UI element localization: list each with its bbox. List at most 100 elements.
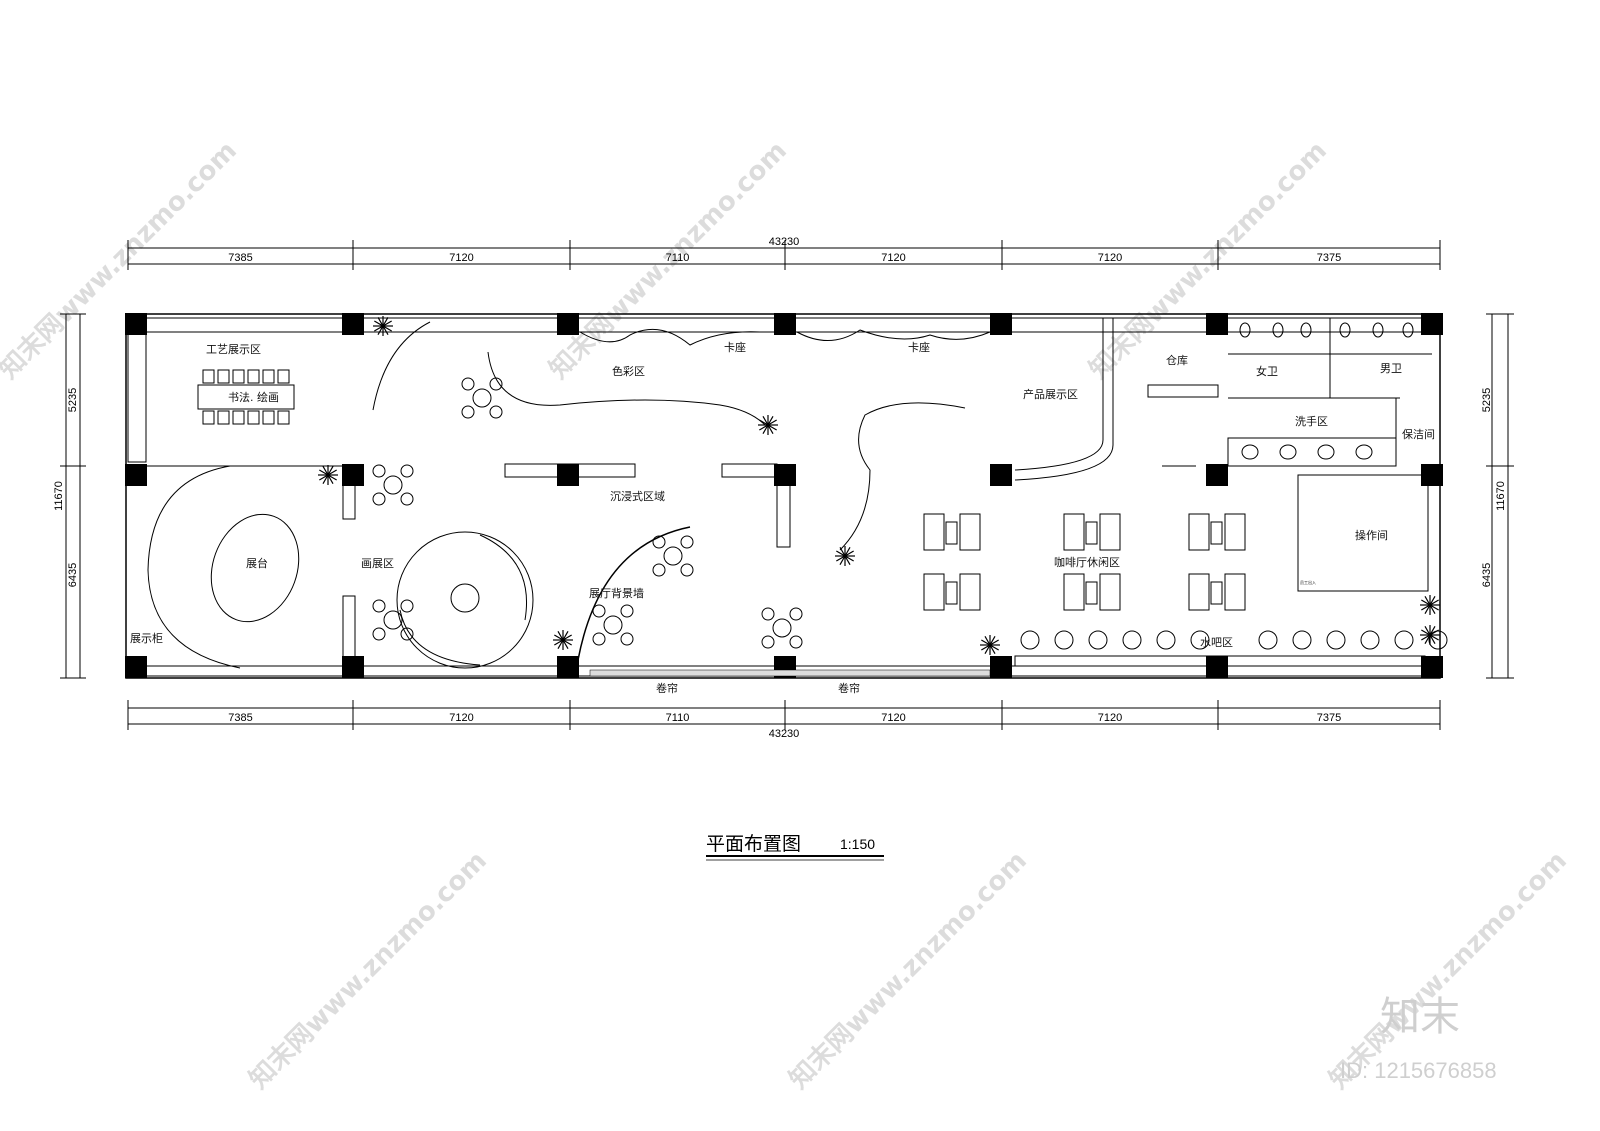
label-craft: 工艺展示区 [206,343,261,356]
table-set [372,464,414,506]
toilet [1372,322,1384,338]
column [1421,313,1443,335]
sofa-set [923,513,981,551]
table-set [592,604,634,646]
bar-stool [1360,630,1380,650]
table-set [461,377,503,419]
bar-stool [1088,630,1108,650]
table-set [372,599,414,641]
chair [217,369,230,384]
dim-right-total: 11670 [1495,481,1507,511]
label-stage: 展台 [246,556,268,570]
chair [217,410,230,425]
column [990,313,1012,335]
label-blind-2: 卷帘 [838,681,860,695]
bar-stool [1258,630,1278,650]
label-painting: 画展区 [361,557,394,570]
bar-stool [1054,630,1074,650]
dim-left-2: 6435 [67,563,79,587]
table-set [761,607,803,649]
title-text: 平面布置图 [706,833,801,855]
dim-top_dims-2: 7110 [666,252,690,264]
sofa-set [1063,573,1121,611]
dim-top_dims-5: 7375 [1317,252,1341,264]
chair [247,369,260,384]
column [342,656,364,678]
label-waterbar: 水吧区 [1200,636,1233,649]
column [1206,464,1228,486]
toilet [1272,322,1284,338]
sink [1355,444,1373,460]
label-female-wc: 女卫 [1256,364,1278,378]
label-washing: 洗手区 [1295,414,1328,428]
dim-left-total: 11670 [53,481,65,511]
watermark-text: 知末网www.znzmo.com [784,846,1033,1095]
label-operation: 操作间 [1355,528,1388,542]
label-male-wc: 男卫 [1380,362,1402,375]
toilet [1239,322,1251,338]
column [1206,656,1228,678]
label-immersive: 沉浸式区域 [610,490,665,503]
furniture [202,316,1448,677]
column [125,313,147,335]
table-set [652,535,694,577]
room-labels: 工艺展示区 书法. 绘画 色彩区 卡座 卡座 产品展示区 仓库 女卫 男卫 洗手… [130,340,1435,695]
chair [232,410,245,425]
label-calligraphy: 书法. 绘画 [228,390,279,404]
column [557,313,579,335]
sofa-set [1063,513,1121,551]
bar-counter [1014,655,1426,667]
dim-total-top: 43230 [769,236,800,248]
chair [262,410,275,425]
column [1421,656,1443,678]
bar-stool [1394,630,1414,650]
dim-bottom_dims-0: 7385 [228,712,252,724]
label-booth-1: 卡座 [724,340,746,354]
sofa-set [1188,573,1246,611]
chair [277,369,290,384]
column [557,464,579,486]
dim-left-1: 5235 [67,388,79,412]
column [1421,464,1443,486]
plant-icon [1420,625,1440,645]
label-blind-1: 卷帘 [656,681,678,695]
label-backdrop: 展厅背景墙 [589,586,644,600]
watermark-logo: 知末 [1380,994,1460,1040]
chair [202,410,215,425]
label-staff: 员工出入 [1300,579,1316,585]
dim-right-2: 6435 [1481,563,1493,587]
walls [125,313,1441,679]
label-cafe: 咖啡厅休闲区 [1054,555,1120,569]
label-color: 色彩区 [612,364,645,378]
bar-stool [1156,630,1176,650]
plant-icon [1420,595,1440,615]
label-product: 产品展示区 [1023,387,1078,401]
dim-total-bottom: 43230 [769,728,800,740]
column [774,464,796,486]
column [990,656,1012,678]
watermark-text: 知末网www.znzmo.com [244,846,493,1095]
chair [277,410,290,425]
columns [125,313,1443,678]
plant-icon [758,415,778,435]
dim-top_dims-3: 7120 [881,252,905,264]
plant-icon [373,316,393,336]
label-cabinet: 展示柜 [130,632,163,645]
chair [232,369,245,384]
scale-text: 1:150 [840,836,875,852]
dim-top_dims-0: 7385 [228,252,252,264]
drawing-title: 平面布置图 1:150 [706,833,884,861]
column [557,656,579,678]
chair [262,369,275,384]
dim-bottom_dims-2: 7110 [666,712,690,724]
column [125,656,147,678]
dim-bottom_dims-1: 7120 [449,712,473,724]
dim-right-1: 5235 [1481,388,1493,412]
column [342,313,364,335]
bar-stool [1292,630,1312,650]
column [990,464,1012,486]
sofa-set [1188,513,1246,551]
bar-stool [1122,630,1142,650]
dim-top_dims-1: 7120 [449,252,473,264]
